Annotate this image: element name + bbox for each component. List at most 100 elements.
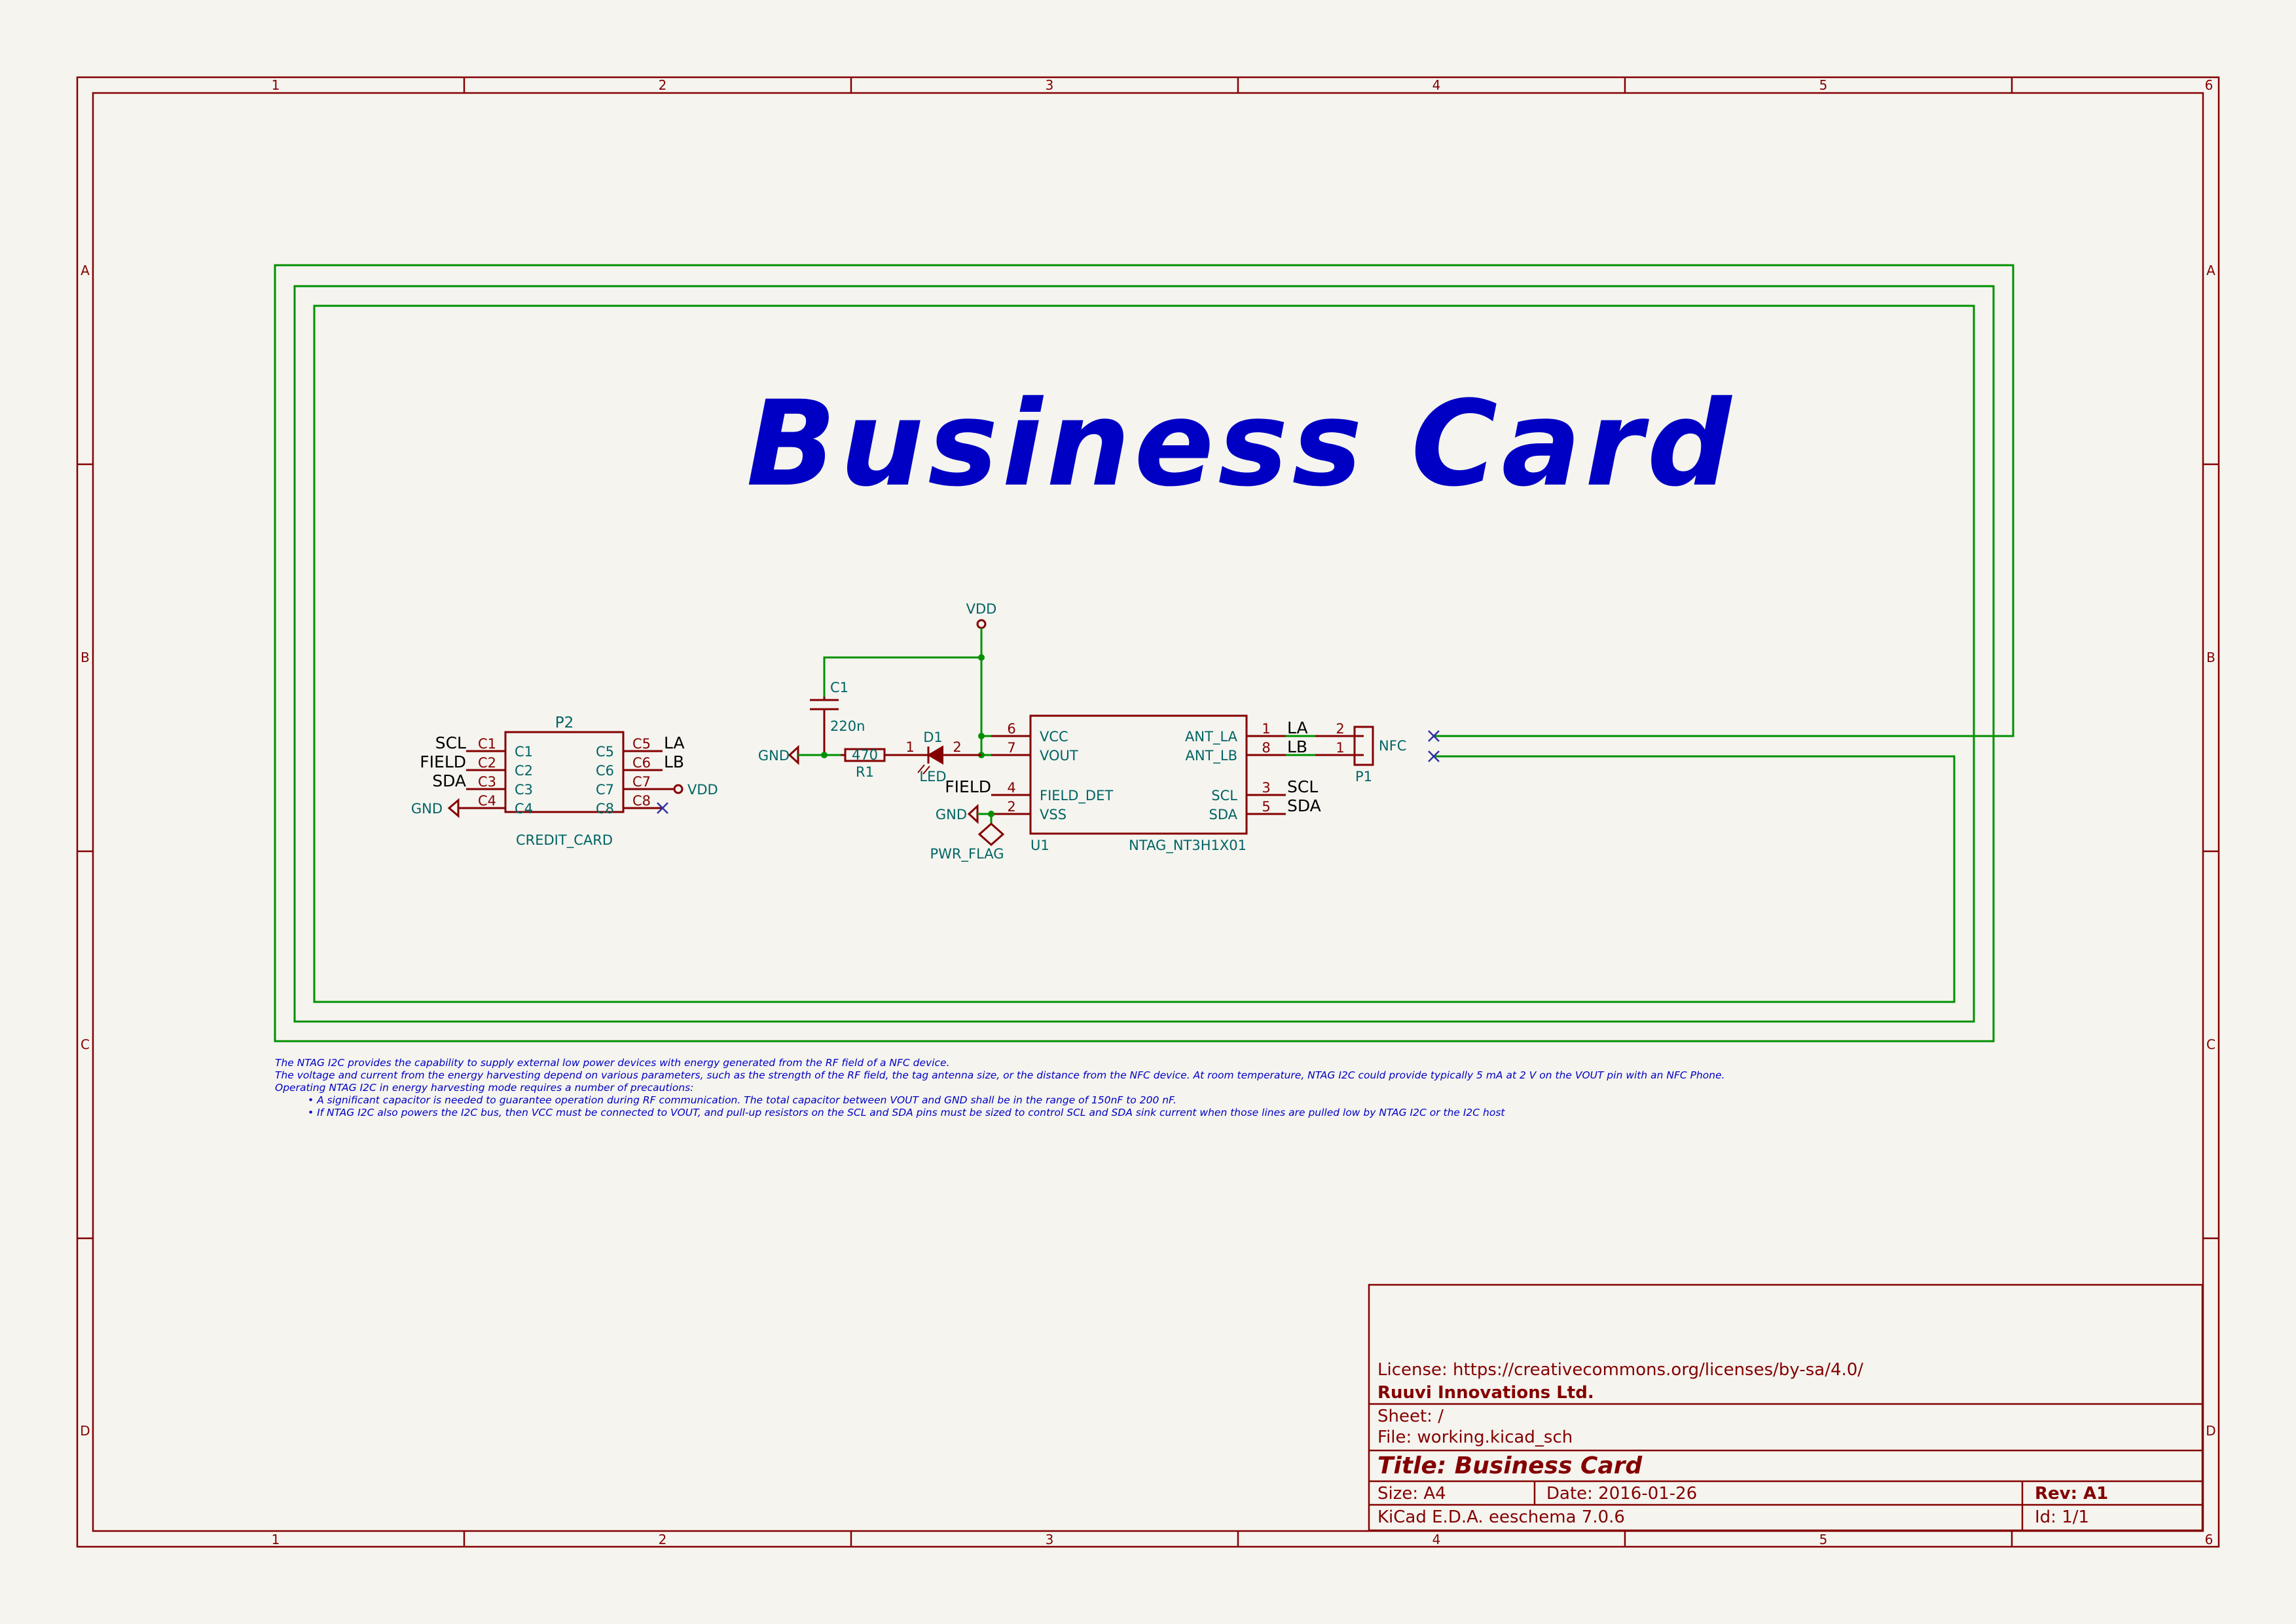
gnd-vss-label: GND — [936, 807, 967, 822]
vss-gnd-and-pwr-flag: GND PWR_FLAG — [930, 803, 1005, 862]
p2-pin-num-c2: C2 — [478, 755, 496, 771]
p2-pin-name-c6: C6 — [596, 763, 614, 779]
note-line-5: • If NTAG I2C also powers the I2C bus, t… — [308, 1107, 1505, 1118]
gnd-left-label: GND — [758, 748, 790, 764]
p1-reference: P1 — [1355, 769, 1372, 784]
p2-pin-num-c3: C3 — [478, 774, 496, 790]
nfc-antenna-loop — [274, 264, 2014, 1043]
c1-value: 220n — [830, 718, 865, 734]
p2-net-la: LA — [664, 733, 685, 752]
tb-date: Date: 2016-01-26 — [1546, 1484, 1697, 1504]
connector-p1: 2 1 P1 NFC — [1286, 721, 1440, 784]
col-label-2-bottom: 2 — [659, 1532, 667, 1547]
p2-vdd-symbol — [673, 784, 683, 794]
note-line-1: The NTAG I2C provides the capability to … — [275, 1057, 950, 1069]
capacitor-c1: C1 220n — [810, 680, 865, 758]
col-label-4-bottom: 4 — [1432, 1532, 1441, 1547]
u1-reference: U1 — [1030, 838, 1049, 853]
p1-pin-2: 2 — [1336, 721, 1344, 737]
u1-pin-num-2: 2 — [1007, 799, 1015, 815]
p2-net-lb: LB — [664, 752, 684, 771]
p2-value: CREDIT_CARD — [516, 832, 613, 849]
u1-pin-num-5: 5 — [1262, 799, 1270, 815]
u1-pin-num-7: 7 — [1007, 740, 1015, 756]
note-line-3: Operating NTAG I2C in energy harvesting … — [275, 1082, 693, 1094]
u1-value: NTAG_NT3H1X01 — [1129, 838, 1247, 854]
p1-pin-1: 1 — [1336, 740, 1344, 756]
tb-tool: KiCad E.D.A. eeschema 7.0.6 — [1377, 1507, 1625, 1527]
u1-pin-num-4: 4 — [1007, 780, 1015, 796]
row-label-d-right: D — [2206, 1423, 2215, 1439]
tb-rev: Rev: A1 — [2035, 1484, 2108, 1504]
p2-pin-num-c5: C5 — [632, 736, 651, 752]
u1-pin-num-6: 6 — [1007, 721, 1015, 737]
p2-pin-num-c7: C7 — [632, 774, 651, 790]
col-label-3-top: 3 — [1046, 77, 1054, 93]
row-label-b-right: B — [2206, 650, 2215, 665]
row-label-c-left: C — [81, 1037, 90, 1052]
col-label-5-top: 5 — [1819, 77, 1828, 93]
col-label-1-top: 1 — [272, 77, 280, 93]
u1-net-scl: SCL — [1287, 777, 1318, 796]
p2-c8-no-connect — [657, 802, 668, 814]
p2-pin-name-c3: C3 — [515, 782, 533, 798]
column-ticks — [463, 77, 2013, 1547]
c1-reference: C1 — [830, 680, 848, 695]
r1-reference: R1 — [856, 764, 874, 780]
u1-pin-num-8: 8 — [1262, 740, 1270, 756]
row-label-b-left: B — [81, 650, 90, 665]
gnd-left-symbol: GND — [758, 745, 841, 766]
design-notes: The NTAG I2C provides the capability to … — [275, 1057, 1725, 1118]
row-ticks — [77, 463, 2219, 1240]
schematic-heading: Business Card — [746, 376, 1736, 513]
p2-net-field: FIELD — [420, 752, 466, 771]
r1-value: 470 — [852, 747, 878, 763]
col-label-5-bottom: 5 — [1819, 1532, 1828, 1547]
d1-pin-2: 2 — [953, 739, 961, 755]
tb-id: Id: 1/1 — [2035, 1507, 2089, 1527]
drawing-frame: 1 2 3 4 5 6 1 2 3 4 5 6 A B C D A B C D — [76, 76, 2220, 1548]
p2-vdd-label: VDD — [687, 782, 718, 798]
p2-pin-name-c5: C5 — [596, 744, 614, 760]
row-label-a-left: A — [81, 263, 90, 278]
u1-net-lb: LB — [1287, 737, 1307, 756]
connector-p2: P2 CREDIT_CARD C1 C2 C3 C4 C1 C2 C3 C4 S… — [411, 714, 718, 849]
u1-pin-name-scl: SCL — [1211, 788, 1237, 803]
d1-pin-1: 1 — [905, 739, 914, 755]
u1-net-la: LA — [1287, 718, 1308, 737]
tb-file: File: working.kicad_sch — [1377, 1428, 1573, 1447]
col-label-3-bottom: 3 — [1046, 1532, 1054, 1547]
note-line-2: The voltage and current from the energy … — [275, 1069, 1725, 1081]
p2-pin-name-c8: C8 — [596, 801, 614, 817]
p2-pin-num-c8: C8 — [632, 793, 651, 809]
p2-pin-name-c7: C7 — [596, 782, 614, 798]
p1-value: NFC — [1379, 738, 1406, 754]
d1-value: LED — [919, 769, 946, 784]
u1-pin-name-ant-lb: ANT_LB — [1185, 748, 1237, 764]
led-d1: 1 2 D1 LED — [905, 729, 981, 784]
row-label-c-right: C — [2206, 1037, 2215, 1052]
tb-title: Title: Business Card — [1377, 1452, 1643, 1479]
p2-pin-name-c2: C2 — [515, 763, 533, 779]
vdd-symbol-top — [976, 619, 987, 629]
col-label-4-top: 4 — [1432, 77, 1441, 93]
p2-reference: P2 — [555, 714, 574, 731]
nfc-no-connect-a — [1428, 730, 1440, 742]
p2-net-sda: SDA — [432, 771, 466, 790]
row-label-a-right: A — [2206, 263, 2215, 278]
tb-size: Size: A4 — [1377, 1484, 1446, 1504]
p2-pin-num-c6: C6 — [632, 755, 651, 771]
resistor-r1: 470 R1 — [841, 747, 913, 780]
vdd-label-top: VDD — [966, 601, 997, 617]
u1-pin-num-1: 1 — [1262, 721, 1270, 737]
u1-net-sda: SDA — [1287, 796, 1321, 815]
p2-pin-num-c4: C4 — [478, 793, 496, 809]
p2-pin-name-c1: C1 — [515, 744, 533, 760]
u1-pin-name-field-det: FIELD_DET — [1040, 788, 1113, 804]
note-line-4: • A significant capacitor is needed to g… — [308, 1094, 1176, 1106]
tb-company: Ruuvi Innovations Ltd. — [1377, 1383, 1594, 1403]
u1-pin-name-vcc: VCC — [1040, 729, 1068, 745]
p2-gnd-label: GND — [411, 801, 443, 817]
u1-net-field: FIELD — [945, 777, 991, 796]
